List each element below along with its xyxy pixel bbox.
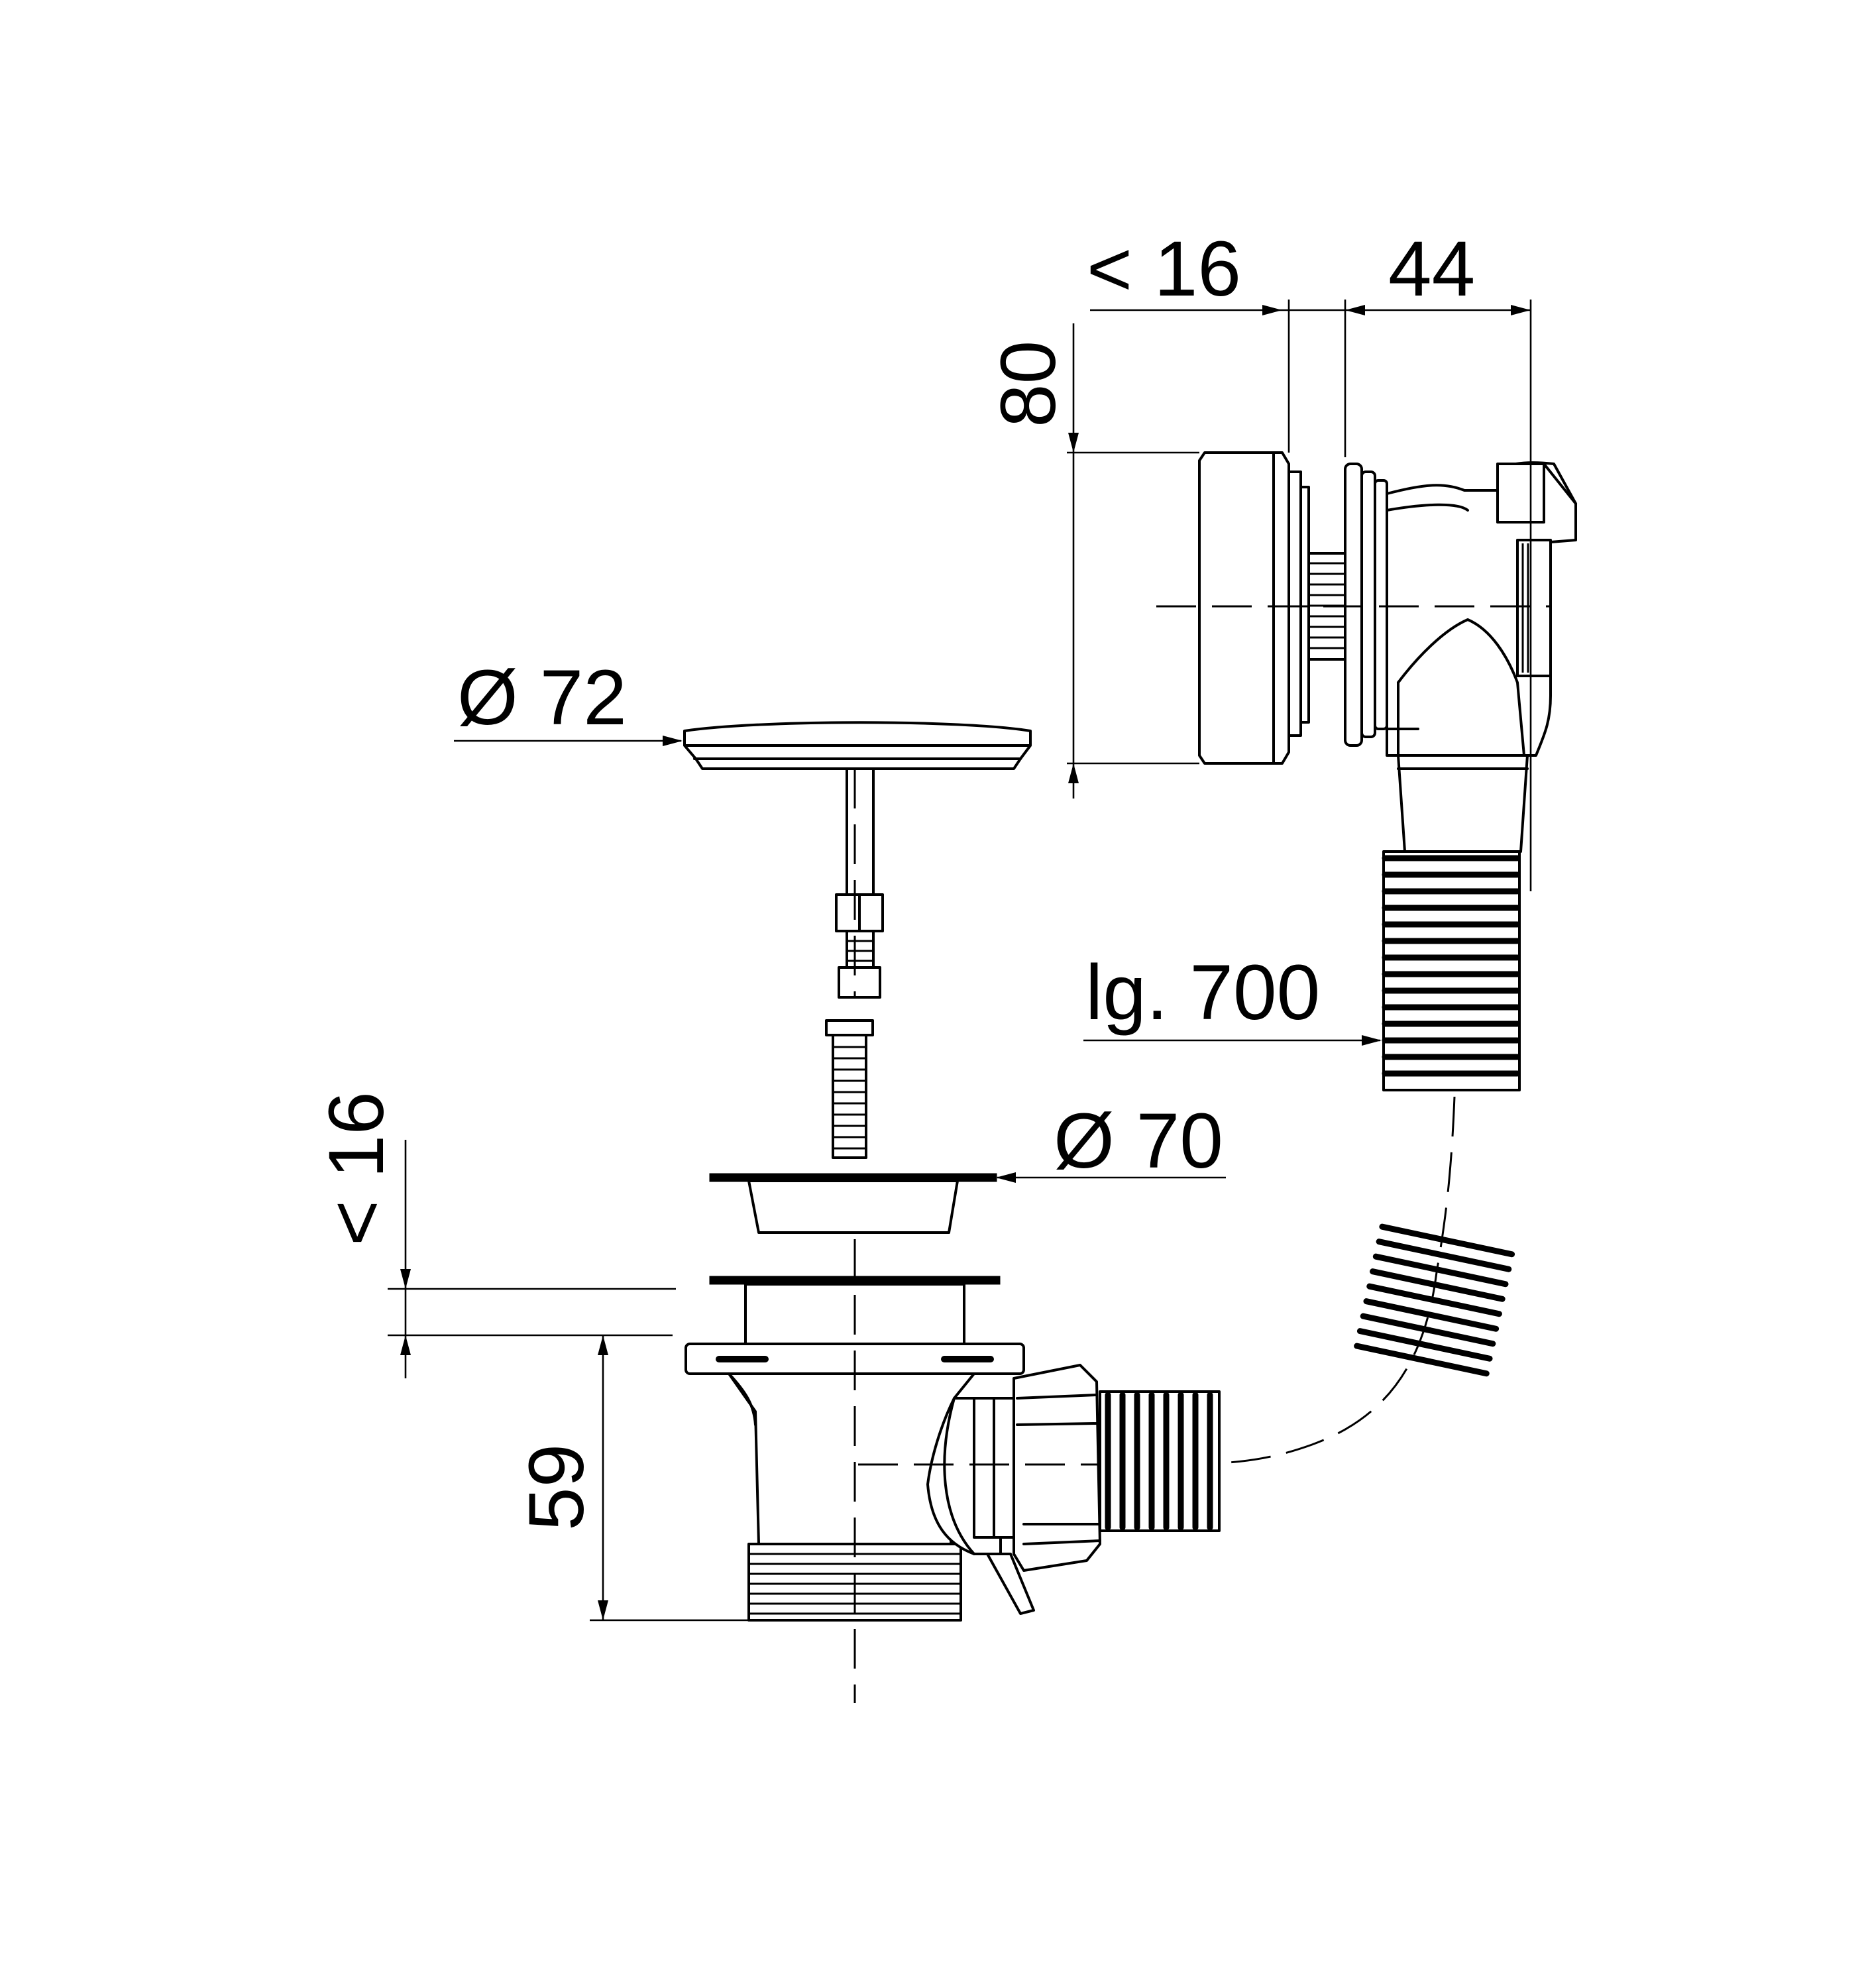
threaded-insert xyxy=(825,1019,874,1159)
corrugated-hose-middle xyxy=(1354,1223,1515,1377)
strainer-ring xyxy=(709,1173,997,1234)
label-hose-length: lg. 700 xyxy=(1085,949,1320,1036)
label-waste-depth: < 16 xyxy=(313,1091,400,1246)
overflow-assembly xyxy=(1198,451,1577,853)
plug-stem xyxy=(846,767,875,896)
overflow-plate xyxy=(1288,470,1302,737)
overflow-flange xyxy=(1344,463,1363,747)
waste-top-flange xyxy=(709,1276,1001,1285)
centerlines xyxy=(853,605,1551,1703)
label-ring-diameter: Ø 70 xyxy=(1054,1097,1223,1185)
label-overflow-width: 44 xyxy=(1388,225,1475,313)
waste-corrugated-outlet xyxy=(1099,1390,1221,1532)
label-waste-height: 59 xyxy=(513,1444,600,1531)
dimension-lines xyxy=(388,300,1532,1622)
corrugated-hose-upper xyxy=(1382,850,1521,1091)
waste-connector-nut xyxy=(1013,1364,1101,1572)
label-plug-diameter: Ø 72 xyxy=(457,654,627,742)
label-overflow-height: 80 xyxy=(985,341,1072,427)
overflow-cover-cap xyxy=(1198,451,1290,765)
plug-stopper xyxy=(683,721,1032,999)
label-overflow-depth: < 16 xyxy=(1087,225,1241,313)
dimension-labels: < 16 44 80 Ø 72 lg. 700 Ø 70 < 16 59 xyxy=(313,225,1475,1531)
waste-body xyxy=(685,1276,1221,1622)
